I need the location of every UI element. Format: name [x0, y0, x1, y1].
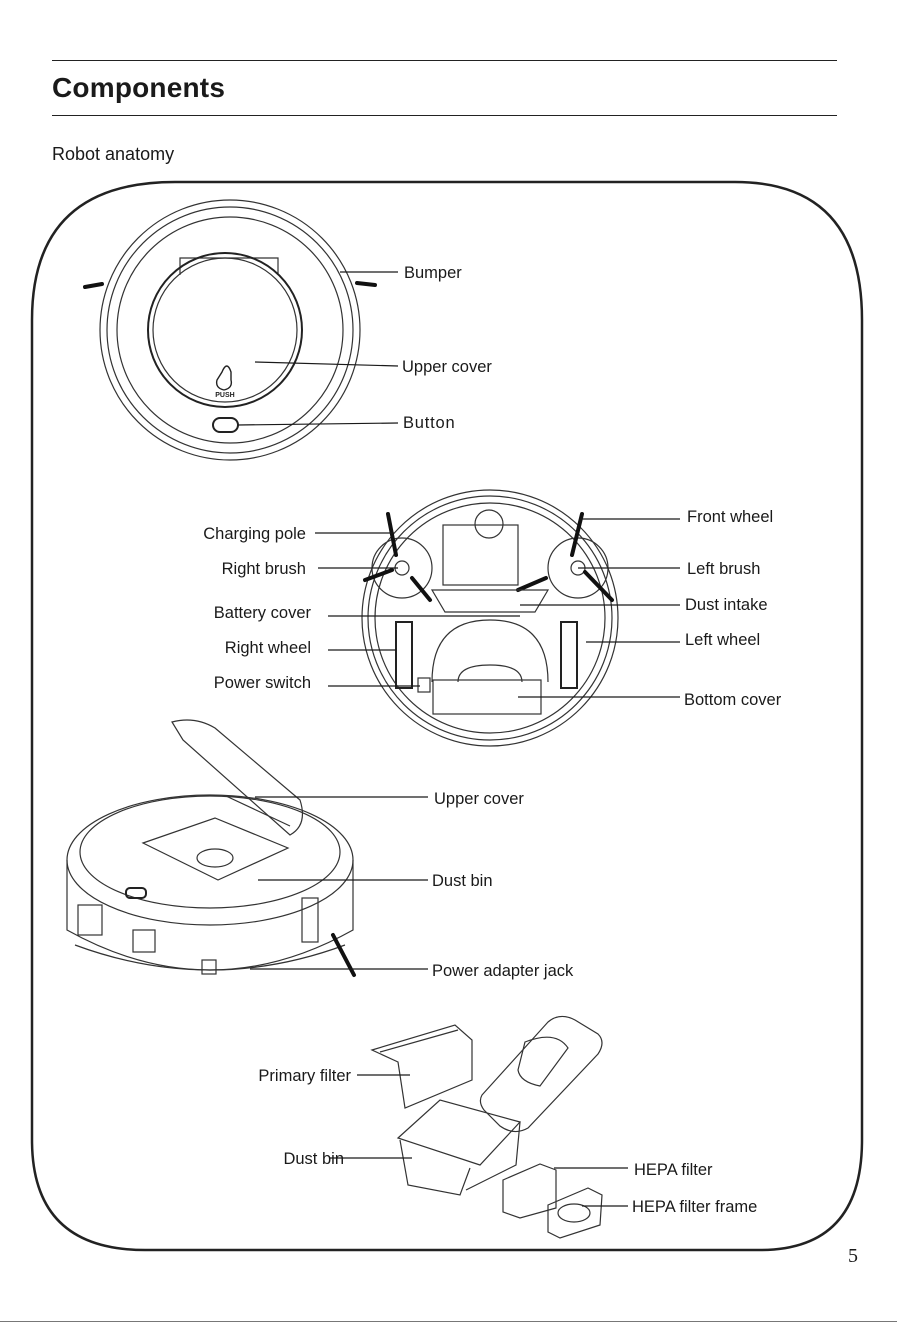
page-number: 5: [848, 1245, 858, 1268]
label-dust-intake: Dust intake: [685, 596, 768, 614]
brush-right-top: [357, 283, 375, 285]
label-right-wheel: Right wheel: [225, 639, 311, 657]
dust-bin-exploded-view: [372, 1016, 602, 1238]
label-battery-cover: Battery cover: [214, 604, 312, 622]
label-hepa-filter: HEPA filter: [634, 1161, 713, 1179]
label-dust-bin-exploded: Dust bin: [283, 1150, 344, 1168]
label-button: Button: [403, 414, 456, 432]
label-power-adapter-jack: Power adapter jack: [432, 962, 574, 980]
label-dust-bin-open: Dust bin: [432, 872, 493, 890]
label-upper-cover-open: Upper cover: [434, 790, 524, 808]
push-text: PUSH: [215, 392, 234, 399]
label-charging-pole: Charging pole: [203, 525, 306, 543]
robot-bottom-view: [362, 490, 618, 746]
robot-top-view: PUSH: [85, 200, 375, 460]
push-icon: [217, 366, 232, 390]
label-upper-cover-top: Upper cover: [402, 358, 492, 376]
label-right-brush: Right brush: [222, 560, 306, 578]
label-bumper: Bumper: [404, 264, 462, 282]
label-left-brush: Left brush: [687, 560, 760, 578]
label-bottom-cover: Bottom cover: [684, 691, 782, 709]
label-hepa-filter-frame: HEPA filter frame: [632, 1198, 757, 1216]
brush-left-top: [85, 284, 102, 287]
label-power-switch: Power switch: [214, 674, 311, 692]
label-primary-filter: Primary filter: [258, 1067, 351, 1085]
label-left-wheel: Left wheel: [685, 631, 760, 649]
label-front-wheel: Front wheel: [687, 508, 773, 526]
robot-open-view: [67, 720, 354, 975]
page-bottom-rule: [0, 1321, 897, 1322]
